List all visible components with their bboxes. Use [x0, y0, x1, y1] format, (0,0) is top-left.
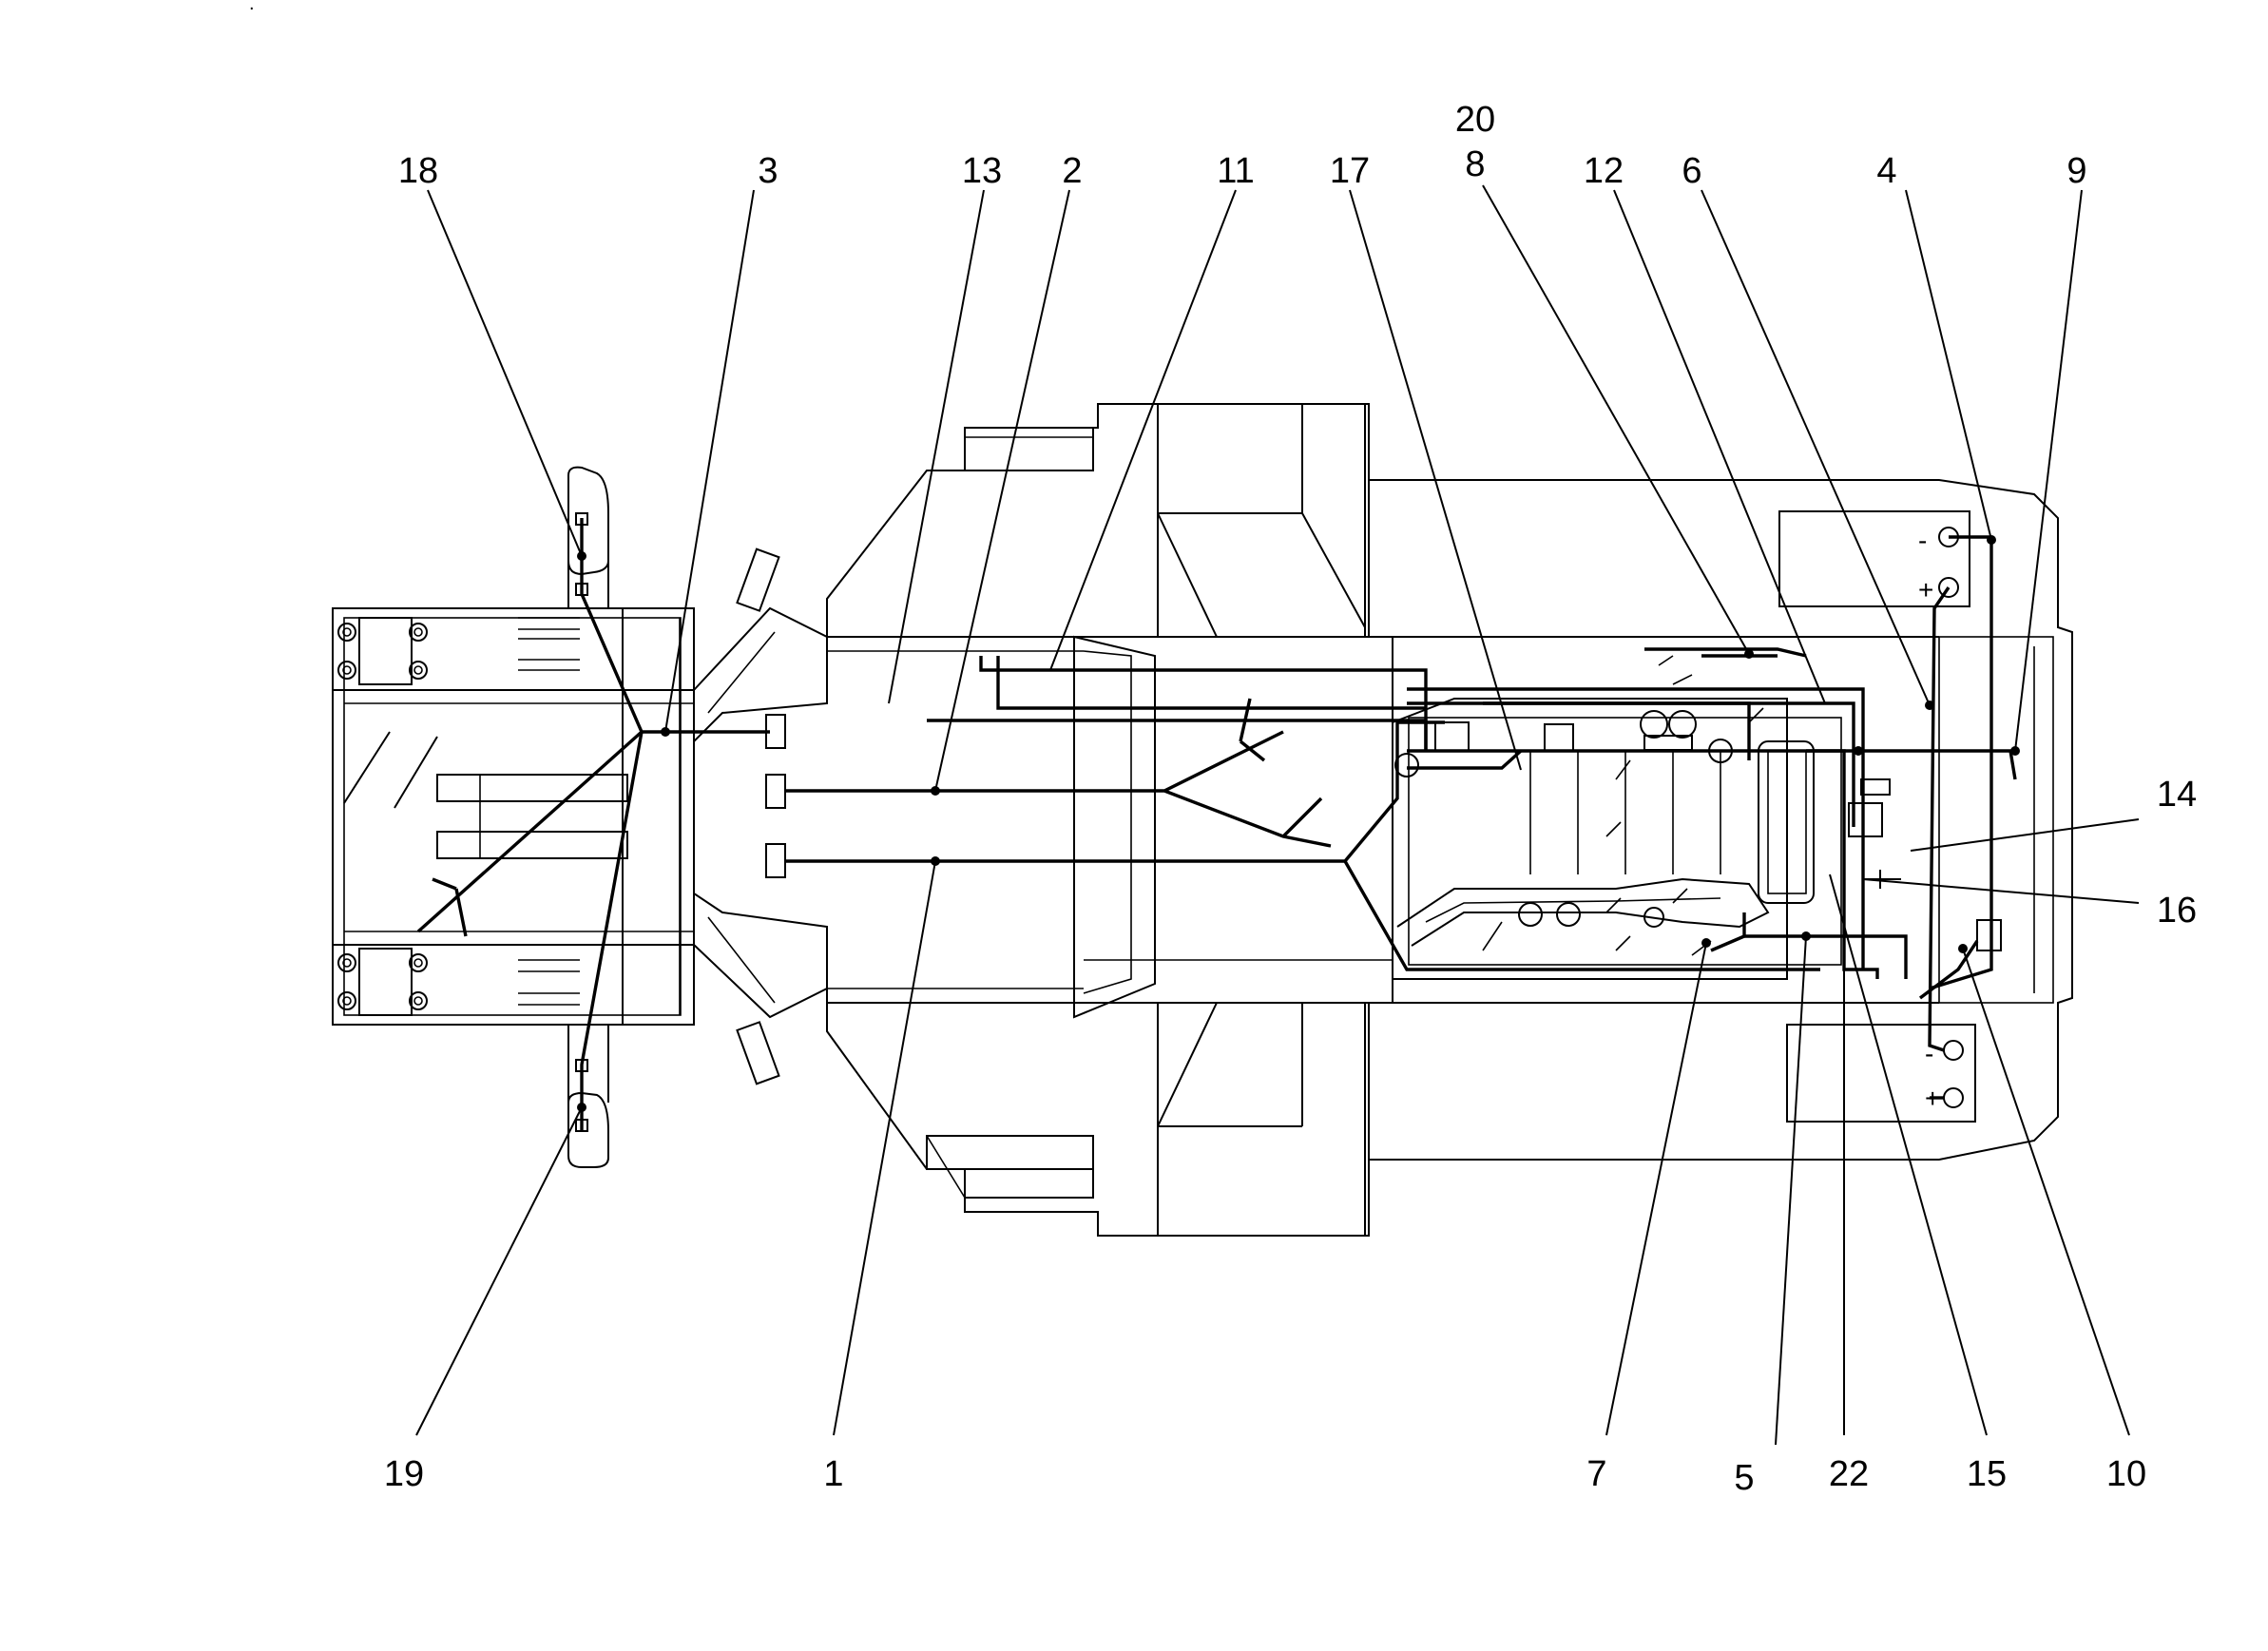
vehicle-body	[332, 403, 2073, 1237]
callout-4: 4	[1876, 151, 1896, 191]
callout-18: 18	[398, 151, 438, 191]
connector-rear-1	[765, 714, 786, 749]
battery-bottom-minus: -	[1925, 1039, 1933, 1068]
callout-2: 2	[1062, 151, 1082, 191]
callout-11: 11	[1217, 151, 1254, 191]
hitch-bolts	[337, 617, 428, 1016]
battery-top-plus: +	[1918, 575, 1933, 605]
connector-rear-2	[765, 774, 786, 809]
rear-lamp-left	[567, 466, 609, 608]
callout-5: 5	[1734, 1458, 1754, 1498]
callout-16: 16	[2157, 891, 2197, 931]
callout-12: 12	[1584, 151, 1624, 191]
rear-lamp-right	[567, 1025, 609, 1168]
side-tank-bottom	[926, 1002, 1366, 1237]
battery-bottom: - +	[1786, 1024, 1976, 1123]
callout-20: 20	[1455, 100, 1495, 140]
callout-1: 1	[823, 1454, 843, 1494]
articulation-joint	[693, 547, 828, 1085]
callout-22: 22	[1829, 1454, 1869, 1494]
callout-labels: 1 2 3 4 5 6 7 8 9 10 11 12 13 14 15 16 1…	[384, 100, 2197, 1498]
callout-3: 3	[758, 151, 778, 191]
callout-7: 7	[1586, 1454, 1606, 1494]
callout-19: 19	[384, 1454, 424, 1494]
engine-compartment	[1392, 698, 2002, 980]
wiring-harness	[416, 512, 2017, 1132]
connector-rear-3	[765, 843, 786, 878]
callout-14: 14	[2157, 775, 2197, 815]
callout-10: 10	[2106, 1454, 2146, 1494]
callout-17: 17	[1330, 151, 1370, 191]
callout-13: 13	[962, 151, 1002, 191]
callout-15: 15	[1967, 1454, 2007, 1494]
leader-lines	[415, 184, 2140, 1446]
callout-6: 6	[1682, 151, 1701, 191]
corner-mark: .	[249, 0, 255, 14]
rear-frame	[332, 607, 695, 1026]
callout-9: 9	[2066, 151, 2086, 191]
battery-top-minus: -	[1918, 526, 1927, 555]
battery-top: - +	[1778, 510, 1970, 607]
callout-8: 8	[1465, 144, 1485, 184]
side-tank-top	[964, 403, 1366, 638]
